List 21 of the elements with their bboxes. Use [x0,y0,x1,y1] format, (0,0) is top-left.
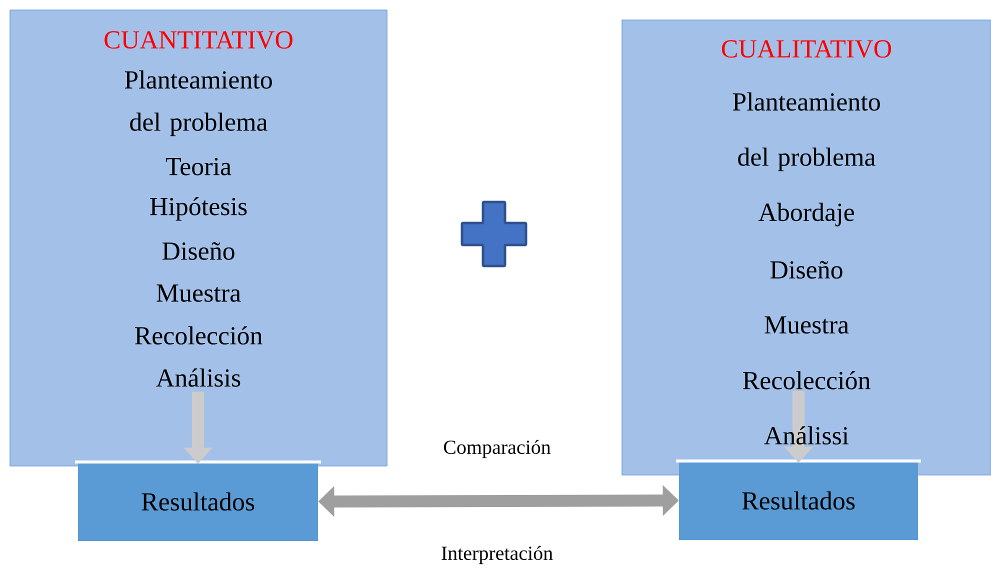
list-item: Análisis [156,368,240,387]
list-item: Análissi [764,426,849,445]
edge-label: Comparación [442,438,552,460]
note-text: Interpretación [442,546,553,564]
list-item: Diseño [770,260,842,279]
text-box [622,20,991,476]
list-item: Abordaje [758,202,854,226]
list-item: Muestra [156,284,241,302]
list-item: Diseño [162,242,234,260]
list-item: Teoria [166,158,232,176]
result-box: Resultados [75,460,321,541]
list-item: Muestra [764,316,849,334]
text-box [10,10,388,466]
list-item: Recolección [743,371,870,390]
list-item: Planteamiento del problema [732,92,880,172]
result-box: Resultados [676,460,921,540]
heading: CUANTITATIVO [104,31,292,49]
heading: CUALITATIVO [722,40,892,58]
list-item: Recolección [135,326,262,345]
list-item: Planteamiento del problema [124,70,272,136]
list-item: Hipótesis [150,196,247,221]
